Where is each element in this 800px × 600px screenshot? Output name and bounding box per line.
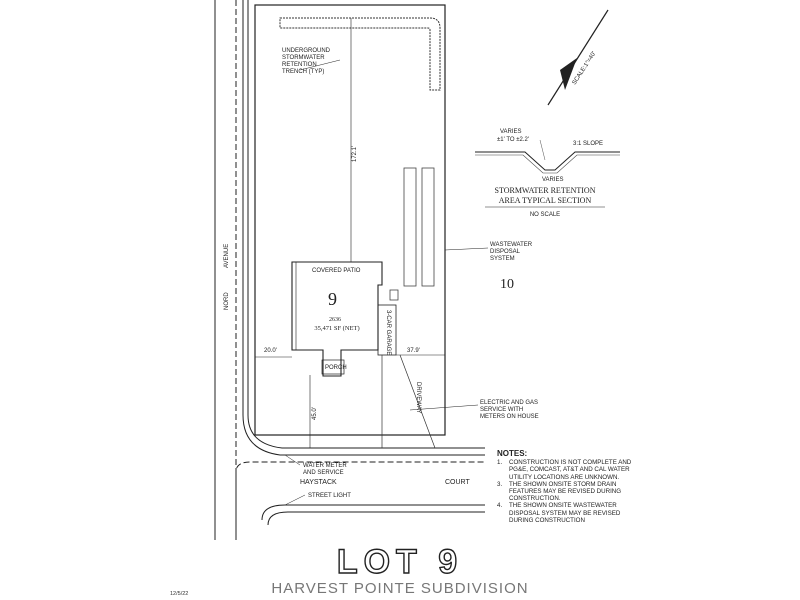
house-footprint	[291, 261, 383, 377]
svg-text:WATER METER: WATER METER	[303, 463, 347, 469]
svg-text:ELECTRIC AND GAS: ELECTRIC AND GAS	[480, 400, 538, 406]
drawing-date: 12/5/22	[170, 591, 189, 597]
subdivision-title: HARVEST POINTE SUBDIVISION	[271, 580, 529, 597]
nord-label: NORD	[224, 292, 230, 310]
north-arrow-icon: SCALE:1"=40'	[547, 9, 609, 106]
lot-area: 35,471 SF (NET)	[314, 325, 359, 332]
svg-text:WASTEWATER: WASTEWATER	[490, 242, 533, 248]
note-item: 3.THE SHOWN ONSITE STORM DRAIN FEATURES …	[497, 480, 622, 503]
note-item: 1.CONSTRUCTION IS NOT COMPLETE AND PG&E,…	[497, 459, 632, 481]
nord-avenue-road	[214, 0, 485, 540]
wastewater-callout: WASTEWATER DISPOSAL SYSTEM	[490, 242, 533, 262]
svg-text:SERVICE WITH: SERVICE WITH	[480, 407, 523, 413]
notes-heading: NOTES:	[497, 449, 528, 458]
house-number: 2636	[329, 317, 341, 323]
svg-text:STORMWATER: STORMWATER	[282, 55, 325, 61]
electric-callout: ELECTRIC AND GAS SERVICE WITH METERS ON …	[480, 400, 539, 420]
avenue-label: AVENUE	[224, 244, 230, 268]
svg-text:STORMWATER RETENTION: STORMWATER RETENTION	[495, 186, 596, 195]
neighbor-lot-number: 10	[500, 277, 514, 292]
dimension-lines	[255, 18, 445, 448]
svg-text:±1' TO ±2.2': ±1' TO ±2.2'	[497, 137, 529, 143]
svg-text:AND SERVICE: AND SERVICE	[303, 470, 344, 476]
svg-text:SYSTEM: SYSTEM	[490, 256, 515, 262]
water-meter-callout: WATER METER AND SERVICE	[303, 463, 347, 476]
covered-patio-label: COVERED PATIO	[312, 268, 361, 274]
garage	[377, 304, 397, 356]
svg-text:VARIES: VARIES	[500, 129, 522, 135]
dimension-45: 45.0'	[312, 407, 318, 420]
svg-text:METERS ON HOUSE: METERS ON HOUSE	[480, 414, 539, 420]
stormwater-trench	[279, 17, 441, 91]
svg-text:NO SCALE: NO SCALE	[530, 212, 560, 218]
dimension-379: 37.9'	[407, 348, 420, 354]
street-light-callout: STREET LIGHT	[308, 493, 351, 499]
porch	[321, 359, 345, 375]
lot-number: 9	[328, 289, 337, 309]
svg-text:VARIES: VARIES	[542, 177, 564, 183]
note-item: 4.THE SHOWN ONSITE WASTEWATER DISPOSAL S…	[497, 502, 621, 524]
svg-text:AREA TYPICAL SECTION: AREA TYPICAL SECTION	[499, 196, 592, 205]
driveway-label: DRIVEWAY	[415, 382, 421, 413]
trench-callout: UNDERGROUND STORMWATER RETENTION TRENCH …	[282, 48, 331, 75]
lot-title: LOT 9	[336, 542, 464, 581]
driveway	[381, 354, 436, 449]
notes-block: NOTES: 1.CONSTRUCTION IS NOT COMPLETE AN…	[497, 449, 637, 524]
typical-section: VARIES ±1' TO ±2.2' 3:1 SLOPE VARIES STO…	[475, 129, 620, 218]
svg-text:3:1 SLOPE: 3:1 SLOPE	[573, 141, 603, 147]
svg-text:UNDERGROUND: UNDERGROUND	[282, 48, 331, 54]
porch-label: PORCH	[325, 365, 347, 371]
svg-text:TRENCH (TYP): TRENCH (TYP)	[282, 69, 324, 75]
garage-label: 3-CAR GARAGE	[385, 310, 391, 355]
leader-lines	[284, 59, 489, 506]
court-label: COURT	[445, 479, 470, 486]
wastewater-disposal-system	[389, 167, 435, 301]
dimension-20: 20.0'	[264, 348, 277, 354]
haystack-label: HAYSTACK	[300, 479, 337, 486]
svg-text:SCALE:1"=40': SCALE:1"=40'	[572, 51, 598, 86]
dimension-172: 172.1'	[352, 146, 358, 162]
lot-boundary	[254, 4, 446, 436]
svg-text:DISPOSAL: DISPOSAL	[490, 249, 521, 255]
svg-text:RETENTION: RETENTION	[282, 62, 317, 68]
